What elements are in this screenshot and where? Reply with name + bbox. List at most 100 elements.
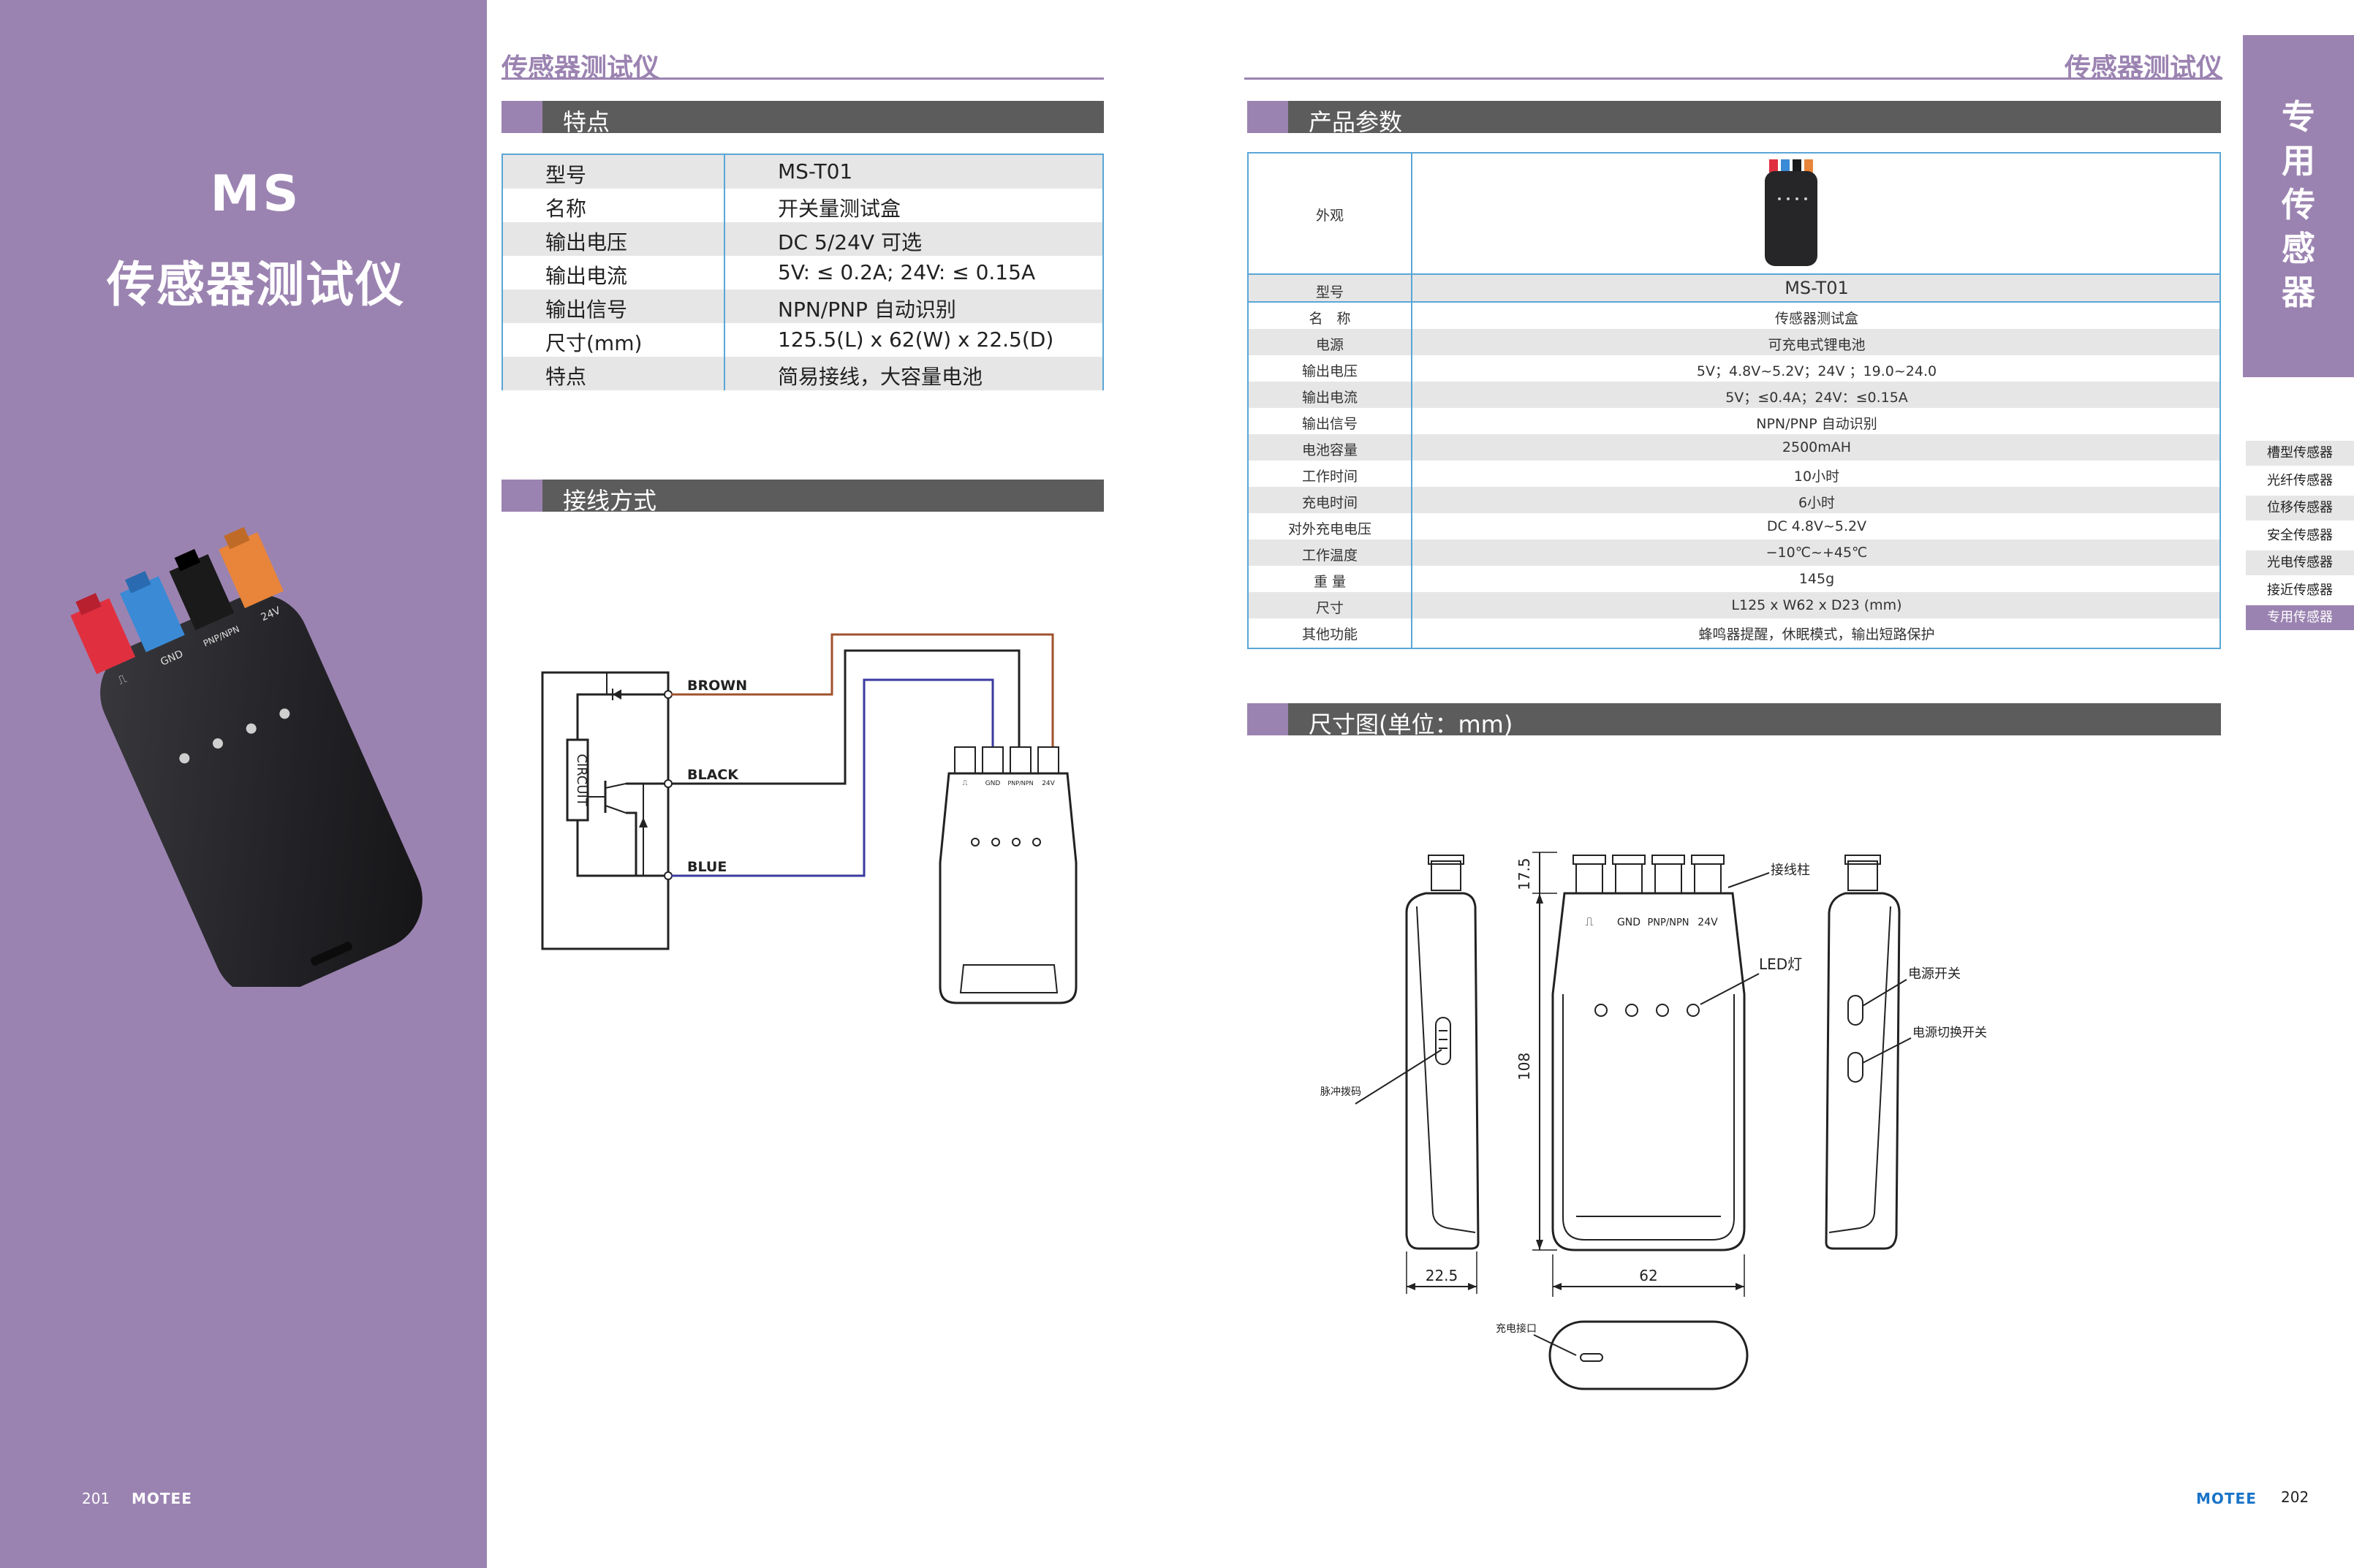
section-bar-features: 特点: [502, 101, 1104, 136]
wire-label-brown: BROWN: [687, 678, 747, 694]
power-select-label: 电源切换开关: [1912, 1026, 1987, 1040]
terminal-post: [1694, 863, 1722, 894]
brand-logo-left: MOTEE: [132, 1490, 192, 1507]
page-number-left: 201: [82, 1490, 110, 1507]
terminal-post: [1615, 863, 1643, 894]
terminal-label: 24V: [1698, 917, 1718, 928]
pulse-switch: [1435, 1017, 1451, 1065]
led-indicator: [1012, 838, 1021, 847]
terminal-post: [1575, 863, 1603, 894]
front-view: [1551, 892, 1746, 1251]
page-number-right: 202: [2281, 1488, 2309, 1506]
table-row: 名称开关量测试盒: [545, 197, 901, 221]
terminal-label: GND: [985, 780, 1001, 787]
cover-subtitle: 传感器测试仪: [107, 257, 405, 313]
table-row: 名 称传感器测试盒: [1309, 311, 1858, 327]
terminal-label: PNP/NPN: [1007, 780, 1033, 787]
table-divider: [724, 154, 725, 390]
wire-label-black: BLACK: [687, 767, 739, 783]
dim-17-5: 17.5: [1515, 857, 1533, 890]
bottom-view: [1548, 1320, 1749, 1390]
terminal-label: PNP/NPN: [1647, 917, 1689, 928]
led-indicator: [1656, 1004, 1669, 1017]
section-bar-wiring: 接线方式: [502, 480, 1104, 515]
section-title: 接线方式: [563, 487, 657, 515]
dim-22-5: 22.5: [1426, 1267, 1458, 1284]
led-indicator: [1625, 1004, 1638, 1017]
wire-label-blue: BLUE: [687, 859, 727, 875]
terminal-label: GND: [1617, 917, 1640, 928]
section-bar-params: 产品参数: [1247, 101, 2221, 136]
blue-terminal: [119, 576, 185, 653]
header-rule: [1244, 77, 2222, 80]
side-view-left: [1405, 892, 1480, 1250]
pulse-label: 脉冲拨码: [1320, 1086, 1361, 1098]
orange-terminal: [219, 531, 284, 608]
category-tab: 专 用 传 感 器: [2243, 35, 2354, 377]
side-nav-item[interactable]: 位移传感器: [2246, 496, 2354, 520]
side-nav-item[interactable]: 接近传感器: [2267, 583, 2333, 598]
led-indicator: [1687, 1004, 1700, 1017]
terminal-label: ⎍: [963, 779, 968, 787]
brown-wire: [671, 633, 1054, 747]
red-terminal: [70, 598, 136, 675]
power-select-switch: [1847, 1052, 1863, 1083]
section-title: 尺寸图(单位：mm): [1309, 711, 1513, 738]
product-thumbnail: [1765, 159, 1817, 266]
table-row: 电源可充电式锂电池: [1249, 329, 2219, 355]
led-indicator: [179, 753, 190, 764]
side-nav-item[interactable]: 槽型传感器: [2246, 441, 2354, 466]
terminal-node: [664, 871, 673, 880]
side-nav-item-active[interactable]: 专用传感器: [2246, 605, 2354, 630]
circuit-label: CIRCUIT: [574, 754, 589, 807]
terminal-post: [1654, 863, 1682, 894]
terminal-label: ⎍: [1585, 914, 1593, 928]
section-bar-dimensions: 尺寸图(单位：mm): [1247, 703, 2221, 738]
led-indicator: [279, 708, 290, 719]
dim-108: 108: [1515, 1053, 1533, 1080]
led-label: LED灯: [1759, 955, 1802, 973]
table-divider: [1411, 152, 1412, 649]
device-outline: [939, 772, 1078, 1004]
terminal-post-label: 接线柱: [1771, 863, 1810, 878]
header-rule: [502, 77, 1104, 80]
charge-port-label: 充电接口: [1496, 1322, 1537, 1335]
appearance-label: 外观: [1315, 208, 1344, 224]
device-body: [100, 594, 423, 987]
side-nav-item[interactable]: 光电传感器: [2246, 550, 2354, 575]
black-terminal: [169, 554, 235, 631]
diode-symbol: [613, 689, 621, 700]
led-indicator: [212, 738, 223, 749]
blue-wire: [671, 678, 994, 877]
led-indicator: [1594, 1004, 1608, 1017]
dim-62: 62: [1639, 1267, 1657, 1284]
side-nav-item[interactable]: 光纤传感器: [2267, 473, 2333, 488]
power-switch-label: 电源开关: [1908, 966, 1961, 982]
charge-port: [310, 942, 352, 966]
dimension-drawing: 脉冲拨码 22.5 ⎍ GND PNP/NPN 24V LED灯 接线柱 17.…: [1320, 852, 1987, 1390]
black-wire: [671, 649, 1021, 785]
section-title: 特点: [563, 108, 610, 136]
side-nav-item[interactable]: 安全传感器: [2267, 528, 2333, 543]
table-row: 特点简易接线，大容量电池: [503, 357, 1102, 390]
section-title: 产品参数: [1309, 108, 1403, 136]
table-row: 工作温度−10℃~+45℃: [1249, 539, 2219, 566]
terminal-label: 24V: [1042, 780, 1055, 787]
charge-port: [1580, 1353, 1603, 1362]
sensor-box: [541, 671, 670, 950]
brand-logo-right: MOTEE: [2196, 1490, 2257, 1507]
led-indicator: [246, 723, 257, 734]
table-row: 其他功能蜂鸣器提醒，休眠模式，输出短路保护: [1301, 626, 1935, 643]
